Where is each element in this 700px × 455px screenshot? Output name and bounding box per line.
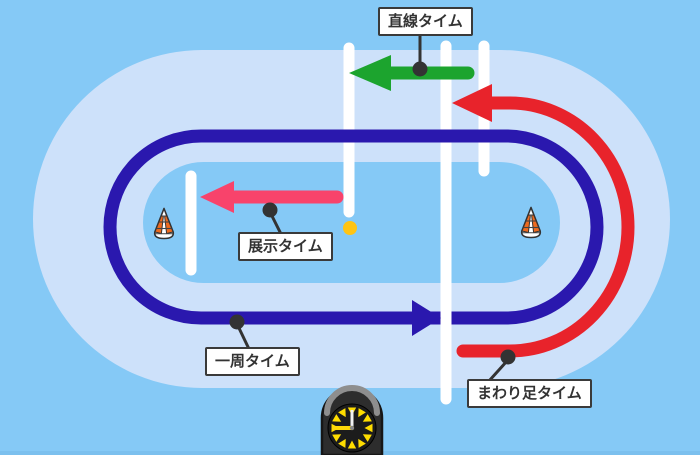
clock-tick — [362, 434, 372, 442]
turning-time-callout-dot — [500, 349, 516, 365]
clock-tick — [362, 414, 372, 422]
clock-tick — [358, 438, 366, 448]
lap-loop-arrowhead — [412, 300, 441, 336]
clock-tick — [332, 414, 342, 422]
center-line-marker-dot — [343, 221, 357, 235]
label-turning-time: まわり足タイム — [467, 379, 592, 408]
turning-time-arrow — [452, 84, 635, 358]
turning-time-callout-line — [487, 359, 509, 383]
clock-tick — [347, 440, 357, 449]
straight-time-arrow — [349, 55, 475, 91]
clock-tick — [338, 438, 346, 448]
exhibition-time-arrow — [200, 181, 344, 213]
clock-tick — [338, 408, 346, 418]
label-lap-time: 一周タイム — [205, 347, 300, 376]
exhibition-time-callout-line — [269, 213, 283, 235]
clock-tick — [364, 423, 373, 433]
clock-tick — [358, 408, 366, 418]
lap-time-callout-dot — [229, 314, 245, 330]
lap-time-callout-line — [236, 325, 251, 350]
exhibition-time-callout-dot — [262, 202, 278, 218]
label-exhibition-time: 展示タイム — [238, 232, 333, 261]
timing-clock-icon — [320, 385, 384, 455]
label-straight-time: 直線タイム — [378, 7, 473, 36]
straight-time-callout-dot — [412, 61, 428, 77]
clock-tick — [332, 434, 342, 442]
